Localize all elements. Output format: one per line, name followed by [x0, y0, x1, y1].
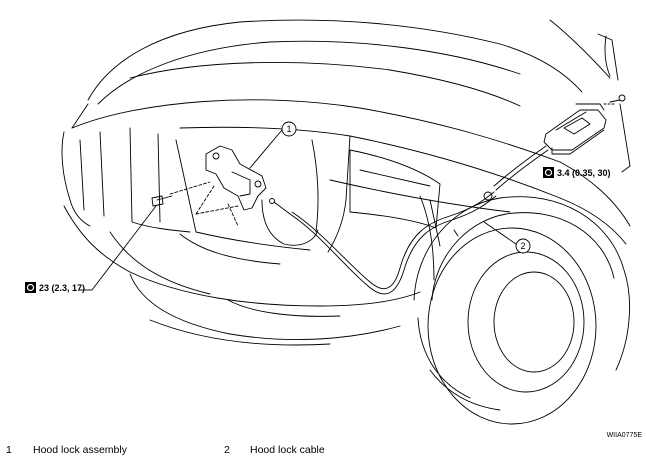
callout-1-number: 1	[286, 124, 291, 134]
callout-legend: 1. Hood lock assembly 2. Hood lock cable	[0, 444, 647, 460]
callout-2: 2	[515, 238, 531, 254]
torque-spec-left-text: 23 (2.3, 17)	[39, 283, 85, 293]
torque-spec-right-text: 3.4 (0.35, 30)	[557, 168, 611, 178]
callout-2-number: 2	[520, 241, 525, 251]
torque-wrench-icon	[26, 283, 35, 292]
hood-lock-cable	[269, 145, 549, 295]
figure-id: WIIA0775E	[607, 432, 643, 439]
legend-1-number: 1.	[6, 444, 12, 456]
legend-1-label: Hood lock assembly	[33, 444, 127, 456]
callout-1: 1	[281, 121, 297, 137]
legend-2-label: Hood lock cable	[250, 444, 325, 456]
hood-release-handle	[543, 94, 626, 155]
torque-spec-left: 23 (2.3, 17)	[25, 282, 92, 293]
leader-lines	[91, 103, 631, 291]
legend-2-number: 2.	[224, 444, 230, 456]
torque-spec-right: 3.4 (0.35, 30)	[543, 167, 611, 178]
torque-wrench-icon	[544, 168, 553, 177]
hood-lock-assembly	[169, 145, 267, 227]
vehicle-body-outline	[61, 19, 631, 425]
lock-bolt	[151, 195, 173, 207]
